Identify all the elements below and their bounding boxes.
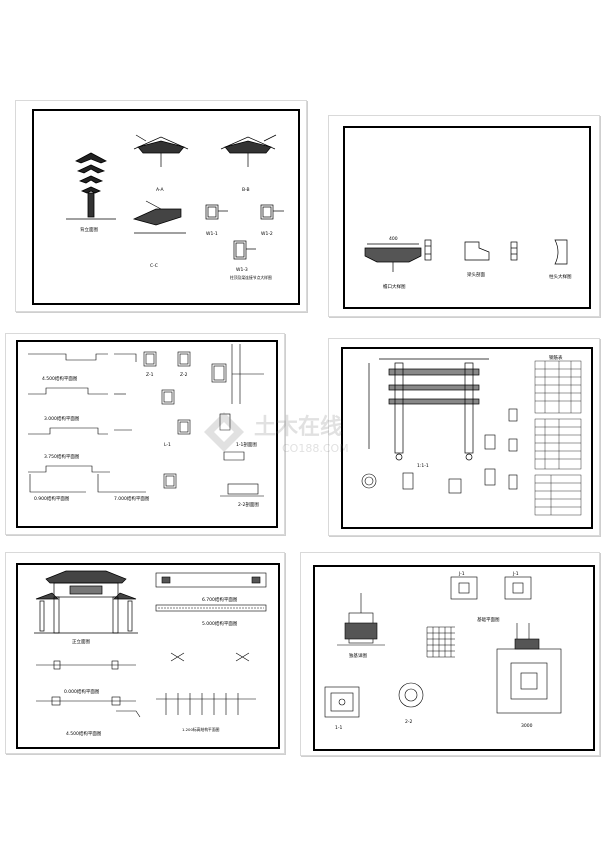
beam-section-w1 <box>205 204 228 220</box>
label-z1: Z-1 <box>146 372 154 378</box>
rebar-grid <box>426 626 455 658</box>
label-w1-1: W1-1 <box>206 231 218 237</box>
label-node-detail: 柱顶及梁连接节点大样图 <box>230 275 272 280</box>
floor-plan-lines <box>28 353 146 493</box>
detail-sections <box>361 408 518 494</box>
section-details <box>219 413 264 497</box>
label-beam-head: 梁头剖面 <box>467 271 485 278</box>
label-j1-b: J-1 <box>512 571 519 577</box>
roof-section-b <box>220 134 277 167</box>
sheet-5-drawings: 正立面图 0.000结构平面图 4.500结构平面图 6.700结构平面图 5.… <box>34 570 267 737</box>
label-plan-7000: 7.000结构平面图 <box>114 495 150 502</box>
label-eave-detail: 檐口大样图 <box>383 283 406 290</box>
column-elevation <box>66 152 116 220</box>
pedestal-elevation <box>337 593 385 646</box>
sheet-border <box>341 347 593 529</box>
beam-section-w3 <box>233 240 256 260</box>
sheet-6-drawings: J-1 J-1 独基详图 基础平面图 3000 1-1 <box>324 571 562 731</box>
sheet-4-drawings: 1:1-1 钢筋表 <box>361 354 582 516</box>
label-column-head: 柱头大样图 <box>549 273 572 280</box>
drawing-sheet-6: J-1 J-1 独基详图 基础平面图 3000 1-1 <box>300 552 600 756</box>
column-sections <box>143 344 264 489</box>
plan-views-right <box>155 572 267 715</box>
label-plan-4500: 4.500结构平面图 <box>42 375 78 382</box>
label-plan-0000: 0.000结构平面图 <box>64 688 100 695</box>
sheet-border <box>32 109 300 305</box>
rebar-table <box>534 360 582 516</box>
sheet-2-drawings: 400 檐口大样图 梁头剖面 柱头大样图 <box>364 236 572 290</box>
roof-section-a <box>133 134 189 167</box>
sheet-border <box>343 126 591 309</box>
gateway-elevation <box>34 570 138 634</box>
label-rear-elevation: 背立面图 <box>80 226 98 233</box>
sheet-border <box>313 565 595 751</box>
label-plan-4500: 4.500结构平面图 <box>66 730 102 737</box>
label-dim-400: 400 <box>389 236 398 242</box>
eave-detail: 400 <box>364 236 422 272</box>
footing-section-2-2 <box>398 682 424 708</box>
label-w1-2: W1-2 <box>261 231 273 237</box>
label-section-b: B-B <box>242 187 250 193</box>
beam-section-w2 <box>260 204 284 220</box>
drawing-sheet-5: 正立面图 0.000结构平面图 4.500结构平面图 6.700结构平面图 5.… <box>5 552 285 754</box>
label-plan-5000: 5.000结构平面图 <box>202 620 238 627</box>
label-section-2-2: 2-2 <box>405 719 412 725</box>
foundation-plan-right <box>496 623 562 714</box>
label-l1: L-1 <box>164 442 171 448</box>
eave-detail-c <box>132 200 186 234</box>
frame-elevation <box>368 358 489 461</box>
beam-head-profile <box>464 241 490 261</box>
label-section-a: A-A <box>156 187 165 193</box>
label-section-1-1: 1-1剖面图 <box>236 441 257 448</box>
sheet-border <box>16 563 280 749</box>
label-front-elevation: 正立面图 <box>72 638 90 645</box>
label-w1-3: W1-3 <box>236 267 248 273</box>
small-section-b <box>510 241 518 261</box>
label-pedestal-detail: 独基详图 <box>349 652 367 659</box>
sheet-border <box>16 340 278 528</box>
sheet-3-drawings: 4.500结构平面图 3.000结构平面图 3.750结构平面图 0.900结构… <box>28 344 264 508</box>
label-section-2-2: 2-2剖面图 <box>238 501 259 508</box>
drawing-sheet-3: 4.500结构平面图 3.000结构平面图 3.750结构平面图 0.900结构… <box>5 333 285 535</box>
plan-views-left <box>36 660 141 718</box>
label-plan-3000: 3.000结构平面图 <box>44 415 80 422</box>
footing-plans-top <box>450 576 532 600</box>
label-section-1-1: 1-1 <box>335 725 342 731</box>
label-section-c: C-C <box>150 263 158 269</box>
label-plan-3750: 3.750结构平面图 <box>44 453 80 460</box>
label-foundation-plan: 基础平面图 <box>477 616 500 623</box>
label-dim-3000: 3000 <box>521 723 533 729</box>
sheet-1-drawings: 背立面图 A-A B-B C-C W1-1 <box>66 134 284 280</box>
label-1-1: 1:1-1 <box>417 463 429 469</box>
drawing-sheet-2: 400 檐口大样图 梁头剖面 柱头大样图 <box>328 115 600 317</box>
label-plan-1200: 1.200标高结构平面图 <box>182 727 220 732</box>
column-head-profile <box>554 239 568 265</box>
label-plan-6700: 6.700结构平面图 <box>202 596 238 603</box>
label-plan-0900: 0.900结构平面图 <box>34 495 70 502</box>
label-rebar-table: 钢筋表 <box>549 354 563 361</box>
label-z2: Z-2 <box>180 372 188 378</box>
small-section-a <box>424 239 432 261</box>
drawing-sheet-1: 背立面图 A-A B-B C-C W1-1 <box>15 100 307 312</box>
label-j1-a: J-1 <box>458 571 465 577</box>
drawing-sheet-4: 1:1-1 钢筋表 <box>328 338 600 536</box>
footing-section-1-1 <box>324 686 360 718</box>
